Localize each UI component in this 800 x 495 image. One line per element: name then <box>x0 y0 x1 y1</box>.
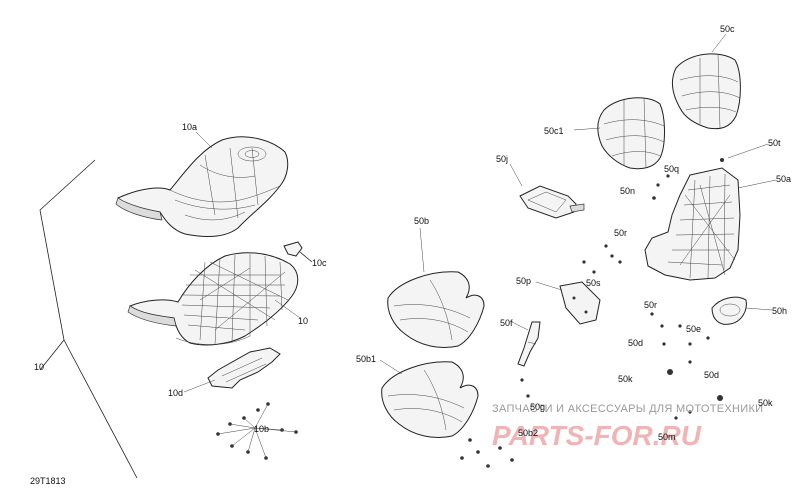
watermark-line2: PARTS-FOR.RU <box>492 420 702 451</box>
callout-10a: 10a <box>182 122 197 132</box>
callout-10d: 10d <box>168 388 183 398</box>
watermark-line1: ЗАПЧАСТИ И АКСЕССУАРЫ ДЛЯ МОТОТЕХНИКИ <box>492 403 763 415</box>
callout-50q: 50q <box>664 164 679 174</box>
callout-50c: 50c <box>720 24 735 34</box>
callout-labels: 10a 10c 10 10 10d 10b 50c 50c1 50t 50j 5… <box>34 24 791 442</box>
heat-shield-10d <box>207 347 281 389</box>
backrest-cover-50b <box>387 271 485 348</box>
callout-50d-1: 50d <box>628 338 643 348</box>
callout-50s: 50s <box>586 278 601 288</box>
callout-50b: 50b <box>414 216 429 226</box>
bracket-50j <box>519 185 585 219</box>
callout-50f: 50f <box>500 318 513 328</box>
handle-50h <box>711 296 747 325</box>
callout-50n: 50n <box>620 186 635 196</box>
cushion-50c <box>672 53 741 130</box>
callout-50k-1: 50k <box>618 374 633 384</box>
backrest-frame-50a <box>644 167 741 281</box>
callout-10b: 10b <box>254 424 269 434</box>
cushion-50c1 <box>597 97 665 170</box>
callout-50h: 50h <box>772 306 787 316</box>
group-bracket <box>39 159 138 479</box>
callout-50d-2: 50d <box>704 370 719 380</box>
callout-50j: 50j <box>496 154 508 164</box>
plate-50p <box>559 281 601 325</box>
seat-base-10 <box>127 252 299 346</box>
latch-10c <box>283 241 313 263</box>
callout-50e: 50e <box>686 324 701 334</box>
callout-10c: 10c <box>312 258 327 268</box>
callout-50b2: 50b2 <box>518 428 538 438</box>
callout-50b1: 50b1 <box>356 354 376 364</box>
callout-50c1: 50c1 <box>544 126 564 136</box>
fasteners-10b <box>216 402 298 460</box>
backrest-cover-50b1 <box>381 361 479 438</box>
callout-50g: 50g <box>530 402 545 412</box>
callout-50t: 50t <box>768 138 781 148</box>
callout-10-left: 10 <box>34 362 44 372</box>
callout-50p: 50p <box>516 276 531 286</box>
callout-50r-2: 50r <box>644 300 657 310</box>
seat-cover-10a <box>115 136 289 237</box>
callout-50k-2: 50k <box>758 398 773 408</box>
leader-lines <box>183 33 777 393</box>
diagram-code: 29T1813 <box>30 476 66 486</box>
watermark: ЗАПЧАСТИ И АКСЕССУАРЫ ДЛЯ МОТОТЕХНИКИ PA… <box>492 403 763 451</box>
callout-50m: 50m <box>658 432 676 442</box>
callout-50a: 50a <box>776 174 791 184</box>
hardware-50-series <box>460 158 724 468</box>
callout-50r-1: 50r <box>614 228 627 238</box>
rod-50f <box>517 321 541 367</box>
callout-10: 10 <box>298 316 308 326</box>
